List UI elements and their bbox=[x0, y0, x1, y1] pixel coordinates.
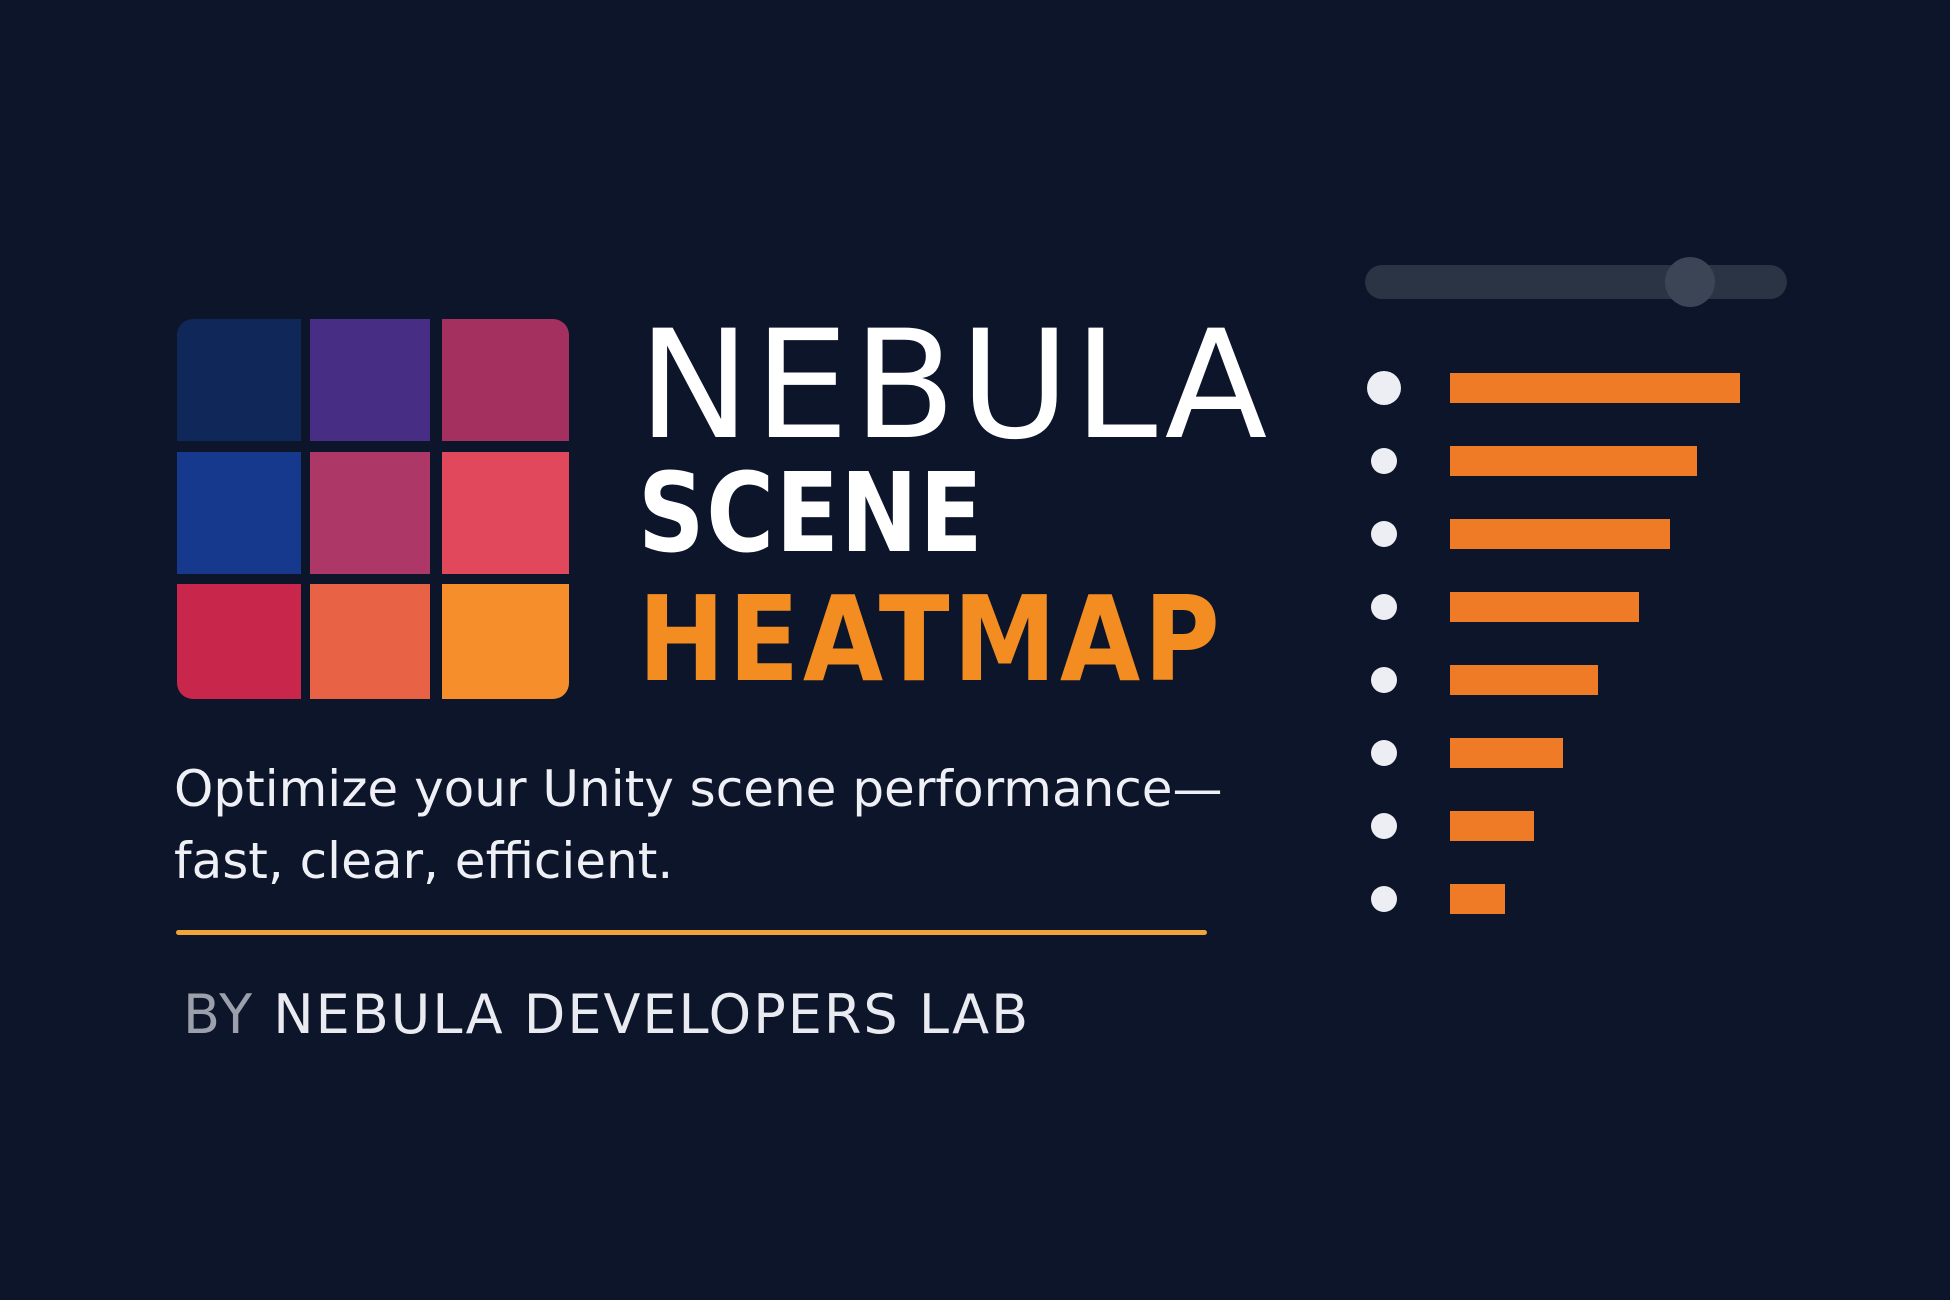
list-item-bar bbox=[1450, 519, 1670, 549]
list-item-dot bbox=[1367, 371, 1401, 405]
list-item-bar bbox=[1450, 884, 1505, 914]
list-item-dot bbox=[1371, 740, 1397, 766]
list-item-dot bbox=[1371, 594, 1397, 620]
list-item-dot bbox=[1371, 667, 1397, 693]
logo-cell bbox=[177, 452, 301, 574]
divider bbox=[176, 930, 1207, 935]
logo-cell bbox=[310, 584, 430, 699]
tagline-line-2: fast, clear, efficient. bbox=[174, 832, 674, 890]
list-item-bar bbox=[1450, 811, 1534, 841]
list-item-dot bbox=[1371, 813, 1397, 839]
list-item-bar bbox=[1450, 592, 1639, 622]
list-item-bar bbox=[1450, 665, 1598, 695]
logo-cell bbox=[442, 452, 569, 574]
logo-cell bbox=[442, 584, 569, 699]
logo-cell bbox=[177, 319, 301, 441]
logo-cell bbox=[442, 319, 569, 441]
list-item-bar bbox=[1450, 446, 1697, 476]
tagline-line-1: Optimize your Unity scene performance— bbox=[174, 760, 1223, 818]
list-item-dot bbox=[1371, 886, 1397, 912]
byline-prefix: BY bbox=[183, 983, 255, 1046]
logo-cell bbox=[177, 584, 301, 699]
byline-name: NEBULA DEVELOPERS LAB bbox=[273, 983, 1031, 1046]
logo-cell bbox=[310, 452, 430, 574]
list-item-dot bbox=[1371, 448, 1397, 474]
logo-cell bbox=[310, 319, 430, 441]
title-scene: SCENE bbox=[638, 449, 985, 577]
list-item-dot bbox=[1371, 521, 1397, 547]
list-item-bar bbox=[1450, 738, 1563, 768]
slider-track[interactable] bbox=[1365, 257, 1787, 307]
heatmap-grid-logo-icon bbox=[177, 319, 569, 699]
slider-thumb[interactable] bbox=[1664, 257, 1715, 307]
byline: BY NEBULA DEVELOPERS LAB bbox=[183, 988, 1030, 1042]
list-item-bar bbox=[1450, 373, 1740, 403]
title-heatmap: HEATMAP bbox=[638, 570, 1224, 708]
title-nebula: NEBULA bbox=[638, 299, 1272, 473]
